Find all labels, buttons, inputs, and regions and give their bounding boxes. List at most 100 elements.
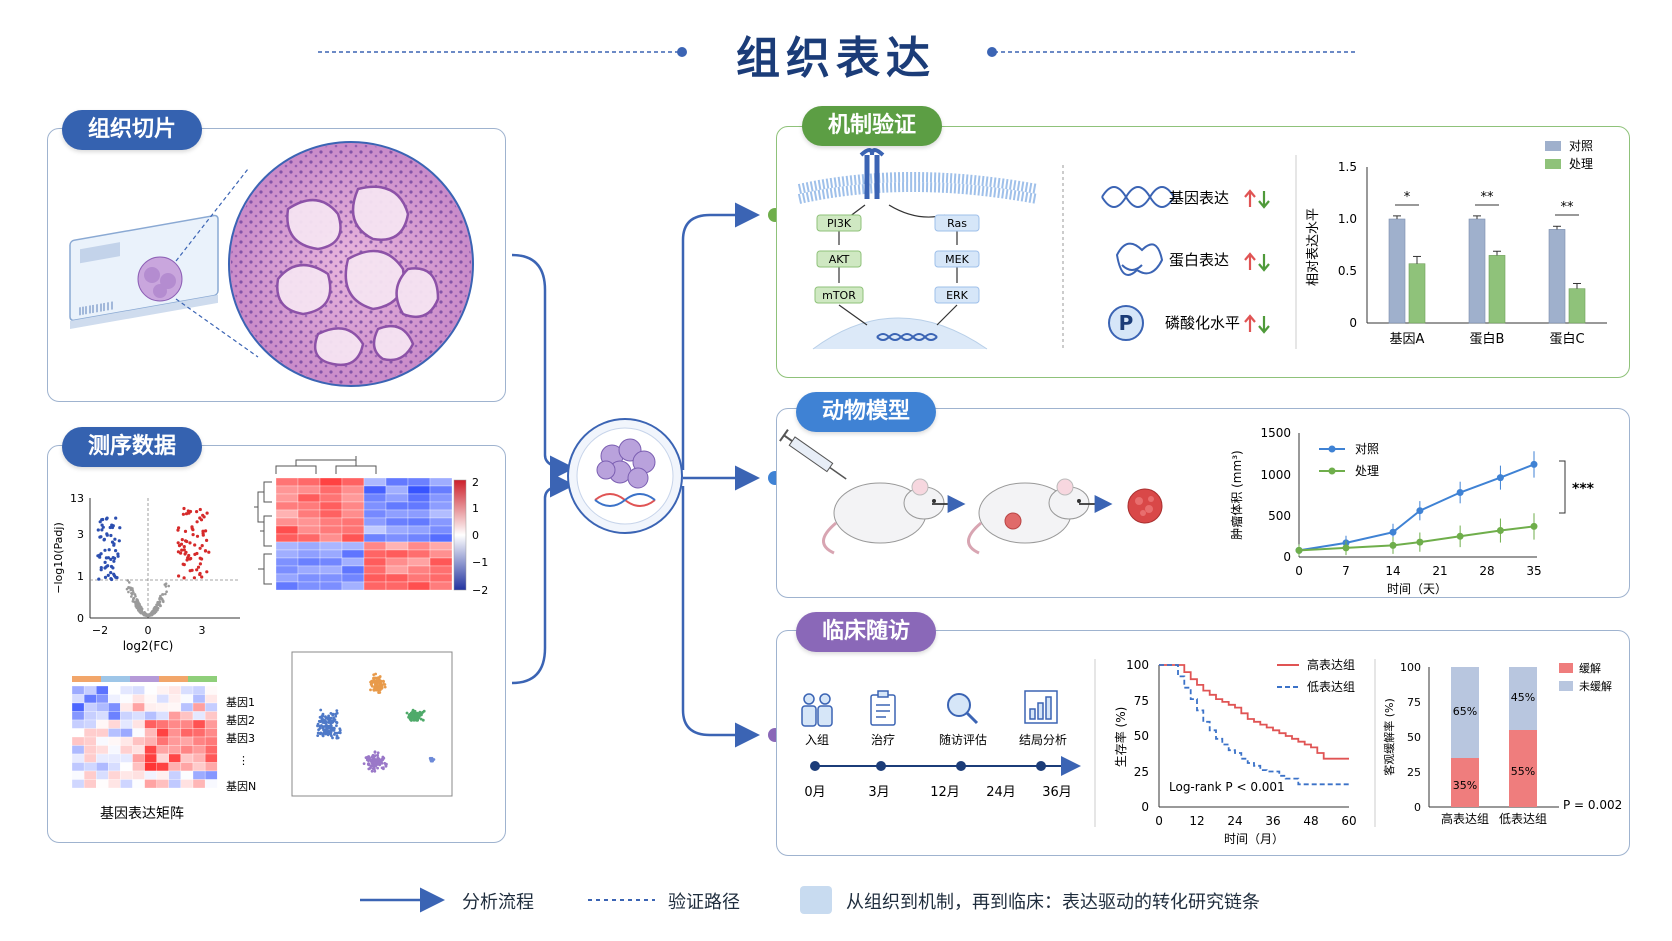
legend-chain: 从组织到机制，再到临床：表达驱动的转化研究链条 xyxy=(846,892,1260,913)
volcano-point-down xyxy=(114,549,118,553)
growth-point xyxy=(1416,538,1424,546)
heatmap-cell xyxy=(341,477,365,487)
tumor-growth-chart: 1500 1000 500 0 0 7 14 21 28 35 时间（天） 肿瘤… xyxy=(1229,426,1595,596)
volcano-xtick: 3 xyxy=(199,624,206,637)
volcano-point-down xyxy=(112,543,116,547)
heatmap-cell xyxy=(341,581,365,591)
km-ytick: 0 xyxy=(1141,800,1149,814)
growth-point xyxy=(1456,532,1464,540)
pathway-left: PI3K AKT mTOR xyxy=(814,214,864,304)
volcano-point-up xyxy=(182,576,186,580)
km-legend: 高表达组 xyxy=(1307,657,1355,672)
volcano-point-down xyxy=(103,566,107,570)
volcano-ytick: 1 xyxy=(77,570,84,583)
volcano-point xyxy=(165,590,168,593)
heatmap-cell xyxy=(363,533,387,543)
matrix-cell xyxy=(180,719,194,729)
matrix-cell xyxy=(168,736,182,746)
umap-point xyxy=(321,714,325,718)
heatmap-cell xyxy=(385,525,409,535)
umap-point xyxy=(338,731,342,735)
matrix-cell xyxy=(144,762,157,772)
volcano-point-up xyxy=(200,544,204,548)
umap-point xyxy=(319,708,323,712)
heatmap-cell xyxy=(341,525,365,535)
volcano-point xyxy=(152,609,156,613)
growth-xtick: 21 xyxy=(1432,564,1447,578)
mech-content: PI3K AKT mTOR Ras MEK ERK 基因表达 蛋白表达 xyxy=(797,139,1607,350)
growth-ytick: 1000 xyxy=(1260,468,1291,482)
umap-point xyxy=(367,762,370,765)
volcano-point-down xyxy=(109,533,113,538)
heatmap-cell xyxy=(385,533,409,543)
heatmap-cell xyxy=(429,565,453,575)
matrix-cell xyxy=(168,770,182,780)
volcano-point-down xyxy=(112,559,116,563)
umap-point xyxy=(383,685,387,689)
umap-point xyxy=(324,725,328,728)
matrix-cell xyxy=(71,762,85,772)
matrix-cell xyxy=(132,719,145,729)
umap-point xyxy=(376,766,379,770)
volcano-point-up xyxy=(179,542,184,546)
umap-point xyxy=(323,730,326,734)
resp-category: 低表达组 xyxy=(1499,812,1547,826)
umap-point xyxy=(369,759,373,763)
umap-point xyxy=(335,734,339,738)
matrix-cell xyxy=(83,779,97,789)
heatmap-cell xyxy=(297,509,321,519)
matrix-cell xyxy=(132,728,145,738)
umap-point xyxy=(412,716,415,720)
icon-label: 基因表达 xyxy=(1169,189,1229,207)
umap-point xyxy=(338,727,342,731)
heatmap-cell xyxy=(319,509,343,519)
matrix-cell xyxy=(96,728,109,738)
umap-point xyxy=(371,762,375,765)
heatmap-cell xyxy=(429,533,453,543)
umap-point xyxy=(335,736,339,740)
title-decoration xyxy=(318,47,1356,57)
matrix-cell xyxy=(96,694,109,704)
matrix-cell xyxy=(132,779,145,789)
growth-xtick: 7 xyxy=(1342,564,1350,578)
umap-point xyxy=(376,751,380,755)
umap-point xyxy=(380,766,384,770)
matrix-cell xyxy=(108,770,121,780)
bar-treated xyxy=(1568,288,1586,324)
umap-point xyxy=(421,718,425,722)
heatmap-cell xyxy=(275,549,299,559)
volcano-point-up xyxy=(181,512,185,516)
resp-bar-label: 55% xyxy=(1511,765,1535,778)
volcano-point-up xyxy=(176,550,180,554)
volcano-point-up xyxy=(182,548,186,552)
page-title: 组织表达 xyxy=(736,33,936,84)
volcano-point-up xyxy=(198,562,202,566)
heatmap-cell xyxy=(297,533,321,543)
matrix-cell xyxy=(96,762,109,772)
cell-membrane xyxy=(797,148,1038,350)
pathway-node: ERK xyxy=(946,289,969,302)
volcano-point-up xyxy=(183,529,188,533)
resp-bar-label: 65% xyxy=(1453,705,1477,718)
matrix-group-bar xyxy=(188,676,217,682)
legend-swatch xyxy=(1545,141,1561,151)
umap-point xyxy=(419,717,423,721)
matrix-cell xyxy=(96,779,109,789)
bar-ytick: 1.0 xyxy=(1338,212,1357,226)
resp-ytick: 25 xyxy=(1407,766,1421,779)
seq-charts: 13 3 1 0 −2 0 3 log2(FC) −log10(Padj) xyxy=(52,456,488,822)
heatmap-cell xyxy=(341,533,365,543)
volcano-point-up xyxy=(191,528,195,532)
heatmap-cell xyxy=(429,525,453,535)
resp-legend-swatch xyxy=(1559,663,1573,673)
heatmap-cell xyxy=(429,485,453,495)
matrix-cell xyxy=(156,728,169,738)
umap-point xyxy=(335,709,339,712)
volcano-point xyxy=(163,583,167,586)
volcano-point-down xyxy=(98,555,102,559)
umap-point xyxy=(316,722,320,726)
heatmap-cell xyxy=(297,525,321,535)
bar-ylabel: 相对表达水平 xyxy=(1306,208,1321,286)
heatmap-cell xyxy=(297,517,321,527)
